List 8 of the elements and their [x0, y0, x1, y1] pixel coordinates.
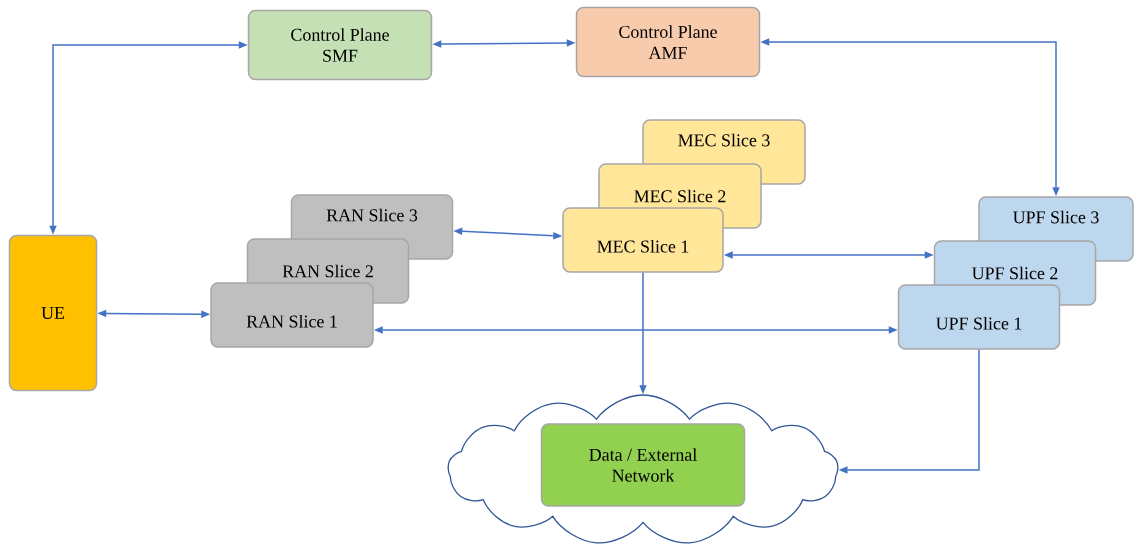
slice-box: MEC Slice 1 — [562, 207, 724, 273]
device-box: UE — [8, 234, 98, 392]
node-label: UPF Slice 3 — [1013, 210, 1099, 224]
network-box: Data / External Network — [540, 423, 746, 507]
slice-box: UPF Slice 1 — [897, 284, 1061, 350]
slice-box: RAN Slice 1 — [210, 282, 374, 348]
process-box: Control Plane SMF — [247, 9, 433, 81]
process-box: Control Plane AMF — [575, 6, 761, 78]
